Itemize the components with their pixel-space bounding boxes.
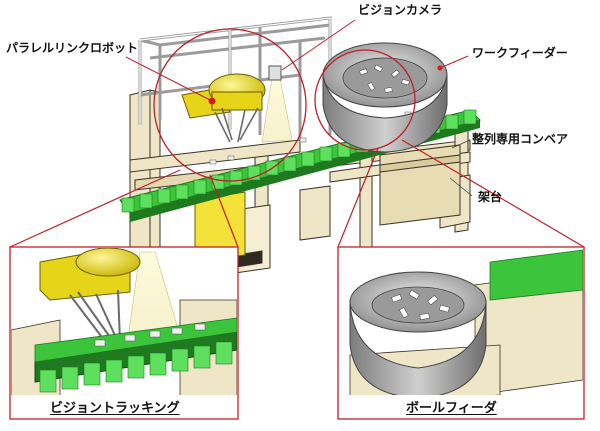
work-feeder-label: ワークフィーダー bbox=[472, 46, 568, 60]
vision-tracking-caption: ビジョントラッキング bbox=[50, 401, 180, 416]
main-machine bbox=[9, 16, 585, 279]
frame-label: 架台 bbox=[478, 190, 503, 204]
vision-tracking-inset bbox=[9, 246, 239, 420]
alignment-conveyor-label: 整列専用コンベア bbox=[472, 132, 569, 146]
callout-lines bbox=[9, 139, 585, 248]
work-feeder bbox=[322, 42, 448, 153]
parallel-link-robot-label: パラレルリンクロボット bbox=[6, 41, 139, 55]
parallel-link-robot bbox=[181, 73, 266, 143]
vision-camera-label: ビジョンカメラ bbox=[358, 3, 443, 17]
bowl-feeder-callout-circle bbox=[314, 49, 416, 151]
bowl-feeder-inset bbox=[337, 246, 585, 420]
camera-light-beam bbox=[261, 77, 293, 143]
vision-camera-body bbox=[268, 65, 282, 81]
bowl-feeder-caption: ボールフィーダ bbox=[406, 401, 497, 416]
vision-tracking-callout-circle bbox=[153, 28, 307, 182]
label-leaders bbox=[125, 19, 469, 101]
machine-frame bbox=[129, 89, 471, 279]
